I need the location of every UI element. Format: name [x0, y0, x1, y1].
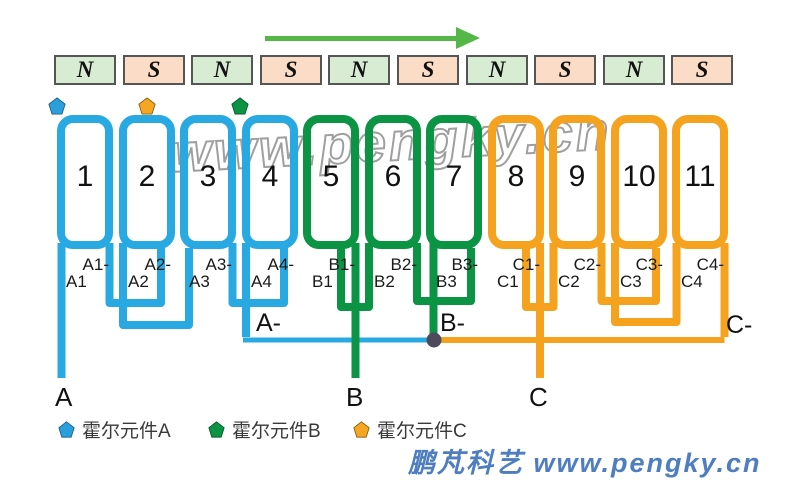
- coil-10-plus-label: C3: [620, 272, 642, 291]
- hall-sensor-c-icon: [138, 97, 156, 115]
- pole-letter: S: [695, 57, 709, 82]
- coil-6-minus-label: B2-: [390, 255, 417, 274]
- coil-1-minus-label: A1-: [82, 255, 109, 274]
- magnet-pole: N: [603, 55, 665, 85]
- legend-label: 霍尔元件C: [377, 420, 467, 442]
- coil-11-plus-label: C4: [681, 272, 703, 291]
- coil-7: 7: [426, 115, 482, 249]
- wire-a-coil1-coil2: [105, 243, 165, 307]
- coil-10-minus-label: C3-: [635, 255, 663, 274]
- legend-item-hall-b: 霍尔元件B: [208, 418, 321, 442]
- bus-label-c-minus: C-: [726, 311, 753, 339]
- star-point: [426, 332, 442, 348]
- footer-text: 鹏芃科艺 www.pengky.cn: [408, 448, 762, 478]
- coil-5: 5: [303, 115, 359, 249]
- coil-number: 2: [138, 160, 156, 193]
- coil-3-plus-label: A3: [189, 272, 210, 291]
- pole-letter: S: [421, 57, 435, 82]
- hall-sensor-a-icon: [48, 97, 66, 115]
- coil-10: 10: [611, 115, 667, 249]
- pole-letter: N: [488, 57, 506, 82]
- coil-number: 9: [568, 160, 586, 193]
- pole-letter: N: [350, 57, 368, 82]
- magnet-pole: S: [123, 55, 185, 85]
- coil-number: 5: [322, 160, 340, 193]
- coil-5-minus-label: B1-: [328, 255, 355, 274]
- direction-arrow-head-icon: [456, 27, 480, 49]
- hall-c-legend-icon: [353, 420, 370, 438]
- hall-b-legend-icon: [208, 420, 225, 438]
- coil-number: 11: [684, 160, 716, 193]
- coil-8-plus-label: C1: [497, 272, 519, 291]
- direction-arrow: [265, 36, 461, 41]
- coil-4-plus-label: A4: [251, 272, 272, 291]
- hall-sensor-b-icon: [231, 97, 249, 115]
- coil-number: 8: [507, 160, 525, 193]
- pole-letter: N: [625, 57, 643, 82]
- coil-6-plus-label: B2: [374, 272, 395, 291]
- coil-9-plus-label: C2: [558, 272, 580, 291]
- coil-number: 1: [76, 160, 94, 193]
- pole-letter: S: [558, 57, 572, 82]
- coil-1: 1: [57, 115, 113, 249]
- bus-label-b-minus: B-: [440, 309, 465, 337]
- terminal-label-b: B: [346, 382, 364, 412]
- magnet-pole: S: [397, 55, 459, 85]
- pole-letter: N: [76, 57, 94, 82]
- legend-label: 霍尔元件B: [232, 420, 321, 442]
- magnet-pole: N: [54, 55, 116, 85]
- coil-1-plus-label: A1: [66, 272, 87, 291]
- coil-number: 3: [199, 160, 217, 193]
- bus-label-a-minus: A-: [256, 309, 281, 337]
- hall-a-legend-icon: [58, 420, 75, 438]
- coil-6: 6: [365, 115, 421, 249]
- magnet-pole: S: [534, 55, 596, 85]
- legend-item-hall-c: 霍尔元件C: [353, 418, 467, 442]
- coil-9-minus-label: C2-: [573, 255, 601, 274]
- coil-7-plus-label: B3: [436, 272, 457, 291]
- terminal-label-a: A: [55, 382, 73, 412]
- coil-4-minus-label: A4-: [267, 255, 294, 274]
- coil-5-plus-label: B1: [312, 272, 333, 291]
- coil-3: 3: [180, 115, 236, 249]
- coil-number: 7: [445, 160, 463, 193]
- legend-item-hall-a: 霍尔元件A: [58, 418, 171, 442]
- coil-7-minus-label: B3-: [451, 255, 478, 274]
- magnet-pole: N: [328, 55, 390, 85]
- coil-11-minus-label: C4-: [696, 255, 724, 274]
- coil-8-minus-label: C1-: [512, 255, 540, 274]
- wire-c-coil9-coil10: [597, 243, 660, 305]
- coil-number: 4: [261, 160, 279, 193]
- wire-a-coil3-coil4: [228, 243, 288, 307]
- coil-number: 10: [622, 160, 656, 193]
- magnet-pole: S: [260, 55, 322, 85]
- coil-4: 4: [242, 115, 298, 249]
- pole-letter: S: [284, 57, 298, 82]
- wire-b-coil6-coil7: [413, 243, 475, 305]
- coil-8: 8: [488, 115, 544, 249]
- coil-3-minus-label: A3-: [205, 255, 232, 274]
- magnet-pole: N: [191, 55, 253, 85]
- legend-label: 霍尔元件A: [82, 420, 171, 442]
- coil-number: 6: [384, 160, 402, 193]
- magnet-pole: S: [671, 55, 733, 85]
- coil-2-plus-label: A2: [128, 272, 149, 291]
- pole-letter: S: [147, 57, 161, 82]
- coil-11: 11: [672, 115, 728, 249]
- magnet-pole: N: [466, 55, 528, 85]
- coil-9: 9: [549, 115, 605, 249]
- wire-c-coil10-coil11: [611, 243, 681, 326]
- terminal-label-c: C: [529, 382, 548, 412]
- coil-2-minus-label: A2-: [144, 255, 171, 274]
- pole-letter: N: [213, 57, 231, 82]
- wire-a-coil2-coil3: [119, 243, 193, 329]
- coil-2: 2: [119, 115, 175, 249]
